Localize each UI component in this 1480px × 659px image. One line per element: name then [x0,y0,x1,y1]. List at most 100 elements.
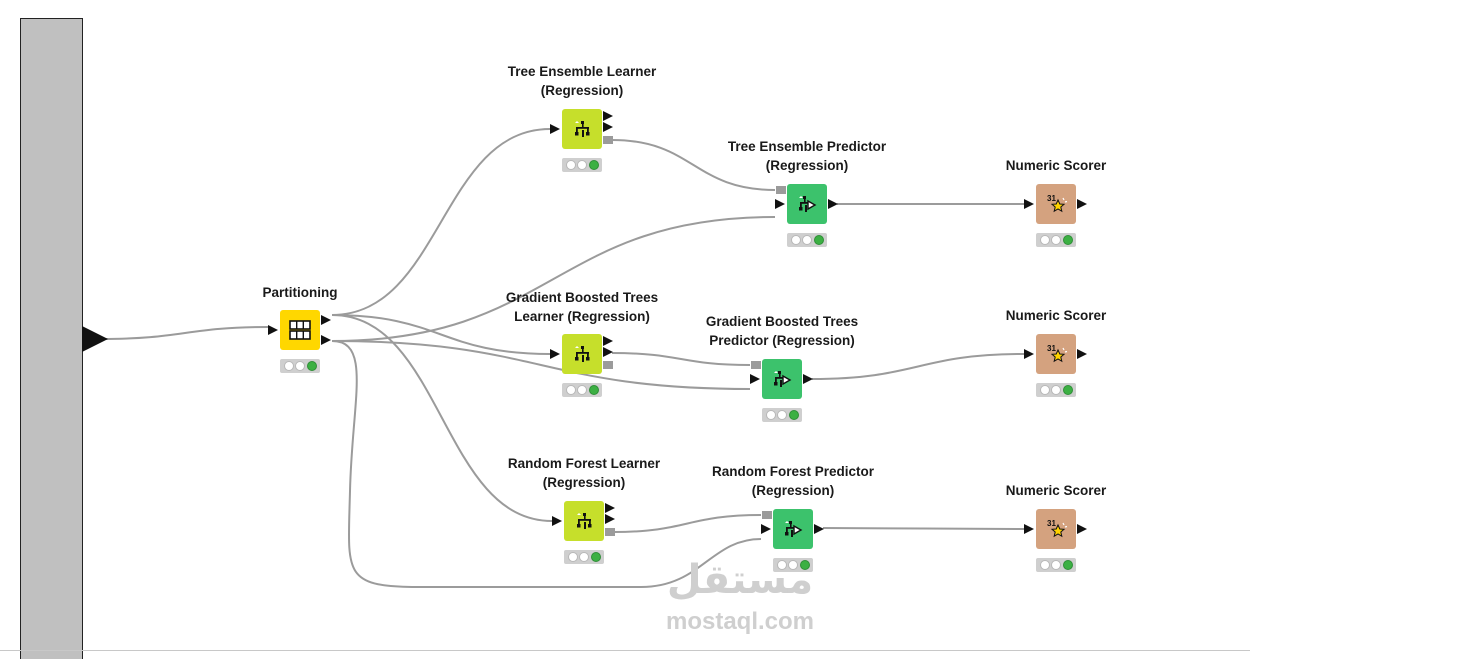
scorer-icon: 31 [1043,191,1069,217]
status-dot-off [577,385,587,395]
node-status-light [562,158,602,172]
partition-icon [289,320,311,340]
status-dot-off [1039,560,1050,570]
node-status-light [280,359,320,373]
status-dot-off [1051,385,1061,395]
status-dot-off [295,361,305,371]
rf-learner-label-line: Random Forest Learner [507,456,661,471]
rf-learner-node[interactable] [564,501,604,541]
svg-text:31: 31 [1047,344,1056,353]
status-dot-green [588,385,599,395]
status-dot-off [790,235,801,245]
watermark-url: mostaql.com [665,608,815,635]
connection-part-to-rf-predictor [331,340,762,588]
status-dot-off [565,385,576,395]
connection-part-to-te-learner [331,128,551,316]
scorer-3-node[interactable]: 31 [1036,509,1076,549]
node-status-light [1036,558,1076,572]
node-status-light [564,550,604,564]
gbt-predictor-label-line: Predictor (Regression) [709,333,855,348]
partitioning-label-line: Partitioning [262,285,338,300]
te-predictor-node[interactable] [787,184,827,224]
status-dot-green [1062,560,1073,570]
canvas-scrollbar-edge [0,650,1250,651]
node-status-light [762,408,802,422]
scorer-1-node[interactable]: 31 [1036,184,1076,224]
status-dot-green [306,361,317,371]
status-dot-off [1039,385,1050,395]
status-dot-off [283,361,294,371]
status-dot-green [590,552,601,562]
te-learner-node[interactable] [562,109,602,149]
tree-learner-icon [570,342,594,366]
node-status-light [787,233,827,247]
workflow-input-port [82,326,108,352]
rf-learner-label: Random Forest Learner(Regression) [484,454,684,492]
svg-text:31: 31 [1047,194,1056,203]
scorer-3-label-line: Numeric Scorer [1005,483,1107,498]
node-status-light [1036,233,1076,247]
gbt-learner-node[interactable] [562,334,602,374]
status-dot-off [765,410,776,420]
connection-rf-model [613,514,762,533]
connection-part-to-gbt-predictor [331,340,751,390]
connection-part-to-gbt-learner [331,314,551,355]
status-dot-off [1051,235,1061,245]
connection-gbt-model [611,352,751,366]
te-learner-label-line: Tree Ensemble Learner [507,64,657,79]
te-predictor-label: Tree Ensemble Predictor (Regression) [707,137,907,175]
te-predictor-label-line: (Regression) [765,158,849,173]
status-dot-green [813,235,824,245]
tree-predictor-icon [770,367,794,391]
watermark-logo: مستقل mostaql.com [640,555,840,637]
status-dot-off [1039,235,1050,245]
status-dot-off [777,410,787,420]
rf-predictor-label-line: (Regression) [751,483,835,498]
tree-learner-icon [572,509,596,533]
status-dot-green [1062,235,1073,245]
tree-predictor-icon [795,192,819,216]
te-learner-label: Tree Ensemble Learner (Regression) [482,62,682,100]
te-predictor-label-line: Tree Ensemble Predictor [727,139,887,154]
node-status-light [773,558,813,572]
watermark-arabic: مستقل [666,557,814,603]
te-learner-label-line: (Regression) [540,83,624,98]
partitioning-label: Partitioning [200,283,400,302]
rf-predictor-label: Random Forest Predictor(Regression) [693,462,893,500]
connection-gbt-to-scorer [811,353,1025,380]
node-status-light [562,383,602,397]
connection-te-model [611,139,776,191]
node-ports [82,111,1087,536]
gbt-predictor-node[interactable] [762,359,802,399]
status-dot-off [776,560,787,570]
workflow-input-panel [20,18,83,659]
status-dot-off [802,235,812,245]
status-dot-off [1051,560,1061,570]
rf-predictor-node[interactable] [773,509,813,549]
status-dot-off [577,160,587,170]
node-status-light [1036,383,1076,397]
partitioning-node[interactable] [280,310,320,350]
scorer-2-label: Numeric Scorer [956,306,1156,325]
svg-text:31: 31 [1047,519,1056,528]
status-dot-green [1062,385,1073,395]
scorer-icon: 31 [1043,516,1069,542]
tree-learner-icon [570,117,594,141]
status-dot-off [565,160,576,170]
status-dot-off [567,552,578,562]
status-dot-off [788,560,798,570]
connection-input-to-partitioning [99,326,271,340]
tree-predictor-icon [781,517,805,541]
connection-part-to-te-predictor [331,216,776,342]
gbt-predictor-label-line: Gradient Boosted Trees [705,314,859,329]
gbt-learner-label-line: Gradient Boosted Trees [505,290,659,305]
scorer-1-label-line: Numeric Scorer [1005,158,1107,173]
scorer-2-node[interactable]: 31 [1036,334,1076,374]
scorer-icon: 31 [1043,341,1069,367]
scorer-1-label: Numeric Scorer [956,156,1156,175]
connection-rf-to-scorer [822,527,1025,530]
